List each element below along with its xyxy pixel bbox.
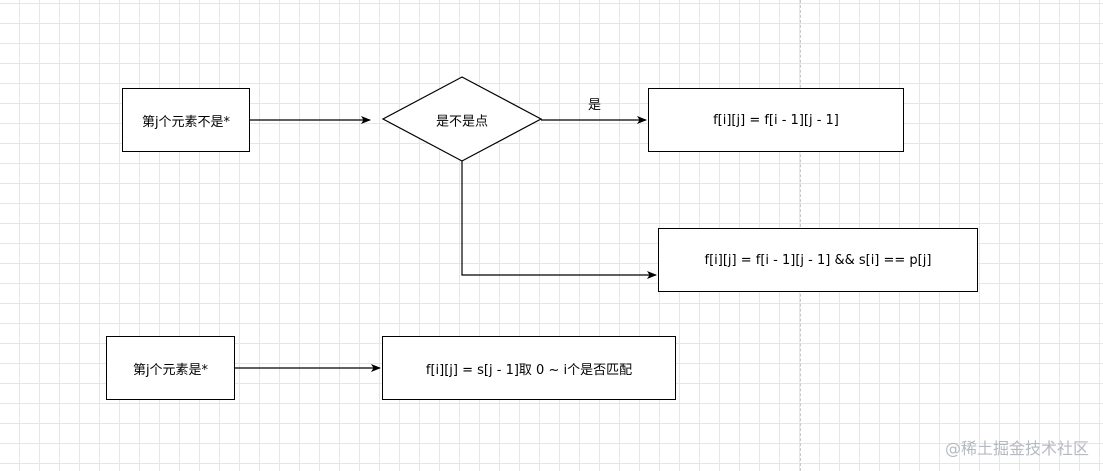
node-is-star[interactable]: 第j个元素是* — [106, 336, 235, 400]
node-not-dot-result[interactable]: f[i][j] = f[i - 1][j - 1] && s[i] == p[j… — [658, 228, 978, 292]
node-star-result[interactable]: f[i][j] = s[j - 1]取 0 ~ i个是否匹配 — [382, 336, 676, 400]
arrow-decision-no[interactable] — [461, 161, 657, 279]
node-not-star[interactable]: 第j个元素不是* — [122, 88, 250, 152]
node-is-star-label: 第j个元素是* — [132, 362, 209, 378]
node-dot-result-label: f[i][j] = f[i - 1][j - 1] — [713, 112, 839, 128]
edge-yes-label: 是 — [588, 98, 602, 113]
watermark-text: @稀土掘金技术社区 — [944, 439, 1089, 458]
node-star-result-label: f[i][j] = s[j - 1]取 0 ~ i个是否匹配 — [425, 362, 633, 378]
node-not-star-label: 第j个元素不是* — [141, 114, 231, 130]
node-dot-result[interactable]: f[i][j] = f[i - 1][j - 1] — [648, 88, 904, 152]
node-not-dot-result-label: f[i][j] = f[i - 1][j - 1] && s[i] == p[j… — [704, 252, 932, 268]
node-is-dot-label: 是不是点 — [435, 114, 489, 130]
